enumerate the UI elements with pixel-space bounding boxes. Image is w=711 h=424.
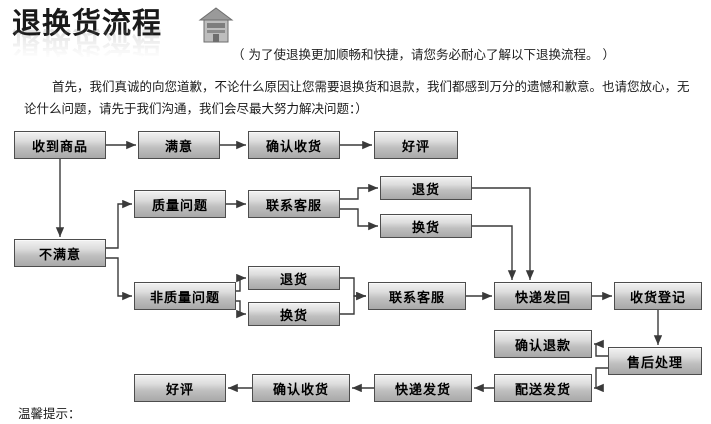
flow-node-n3: 确认收货 — [248, 131, 340, 159]
flow-node-n14: 快递发回 — [494, 282, 592, 310]
flow-node-n18: 配送发货 — [494, 374, 592, 402]
page-title: 退换货流程 — [12, 6, 163, 40]
intro-paragraph: 首先，我们真诚的向您道歉，不论什么原因让您需要退换货和退款，我们都感到万分的遗憾… — [24, 76, 692, 120]
header-note: （ 为了使退换更加顺畅和快捷，请您务必耐心了解以下退换流程。 ） — [232, 47, 615, 62]
page-title-block: 退换货流程 退换货流程 — [12, 6, 163, 59]
flow-node-n20: 确认收货 — [252, 374, 350, 402]
flow-node-n7: 联系客服 — [248, 190, 340, 218]
flow-node-n5: 不满意 — [14, 239, 106, 267]
flow-node-n1: 收到商品 — [14, 131, 106, 159]
intro-line-1: 首先，我们真诚的向您道歉，不论什么原因让您需要退换货和退款，我们都感到万分的遗憾… — [52, 79, 690, 94]
flow-node-n13: 联系客服 — [368, 282, 466, 310]
flow-node-n17: 售后处理 — [608, 347, 702, 375]
flow-node-n19: 快递发货 — [374, 374, 472, 402]
flow-node-n12: 换货 — [248, 302, 340, 326]
flow-node-n15: 收货登记 — [614, 282, 702, 310]
intro-line-2: 论什么问题，请先于我们沟通，我们会尽最大努力解决问题：） — [24, 101, 368, 116]
flow-node-n10: 非质量问题 — [134, 282, 236, 310]
flow-node-n21: 好评 — [134, 374, 226, 402]
flow-node-n4: 好评 — [374, 131, 458, 159]
footer-note: 温馨提示： — [18, 406, 81, 421]
flow-node-n16: 确认退款 — [494, 330, 592, 358]
flow-node-n6: 质量问题 — [134, 190, 226, 218]
flow-node-n2: 满意 — [138, 131, 220, 159]
flow-node-n8: 退货 — [380, 176, 472, 200]
house-icon — [198, 6, 234, 48]
flow-node-n11: 退货 — [248, 266, 340, 290]
flow-node-n9: 换货 — [380, 214, 472, 238]
